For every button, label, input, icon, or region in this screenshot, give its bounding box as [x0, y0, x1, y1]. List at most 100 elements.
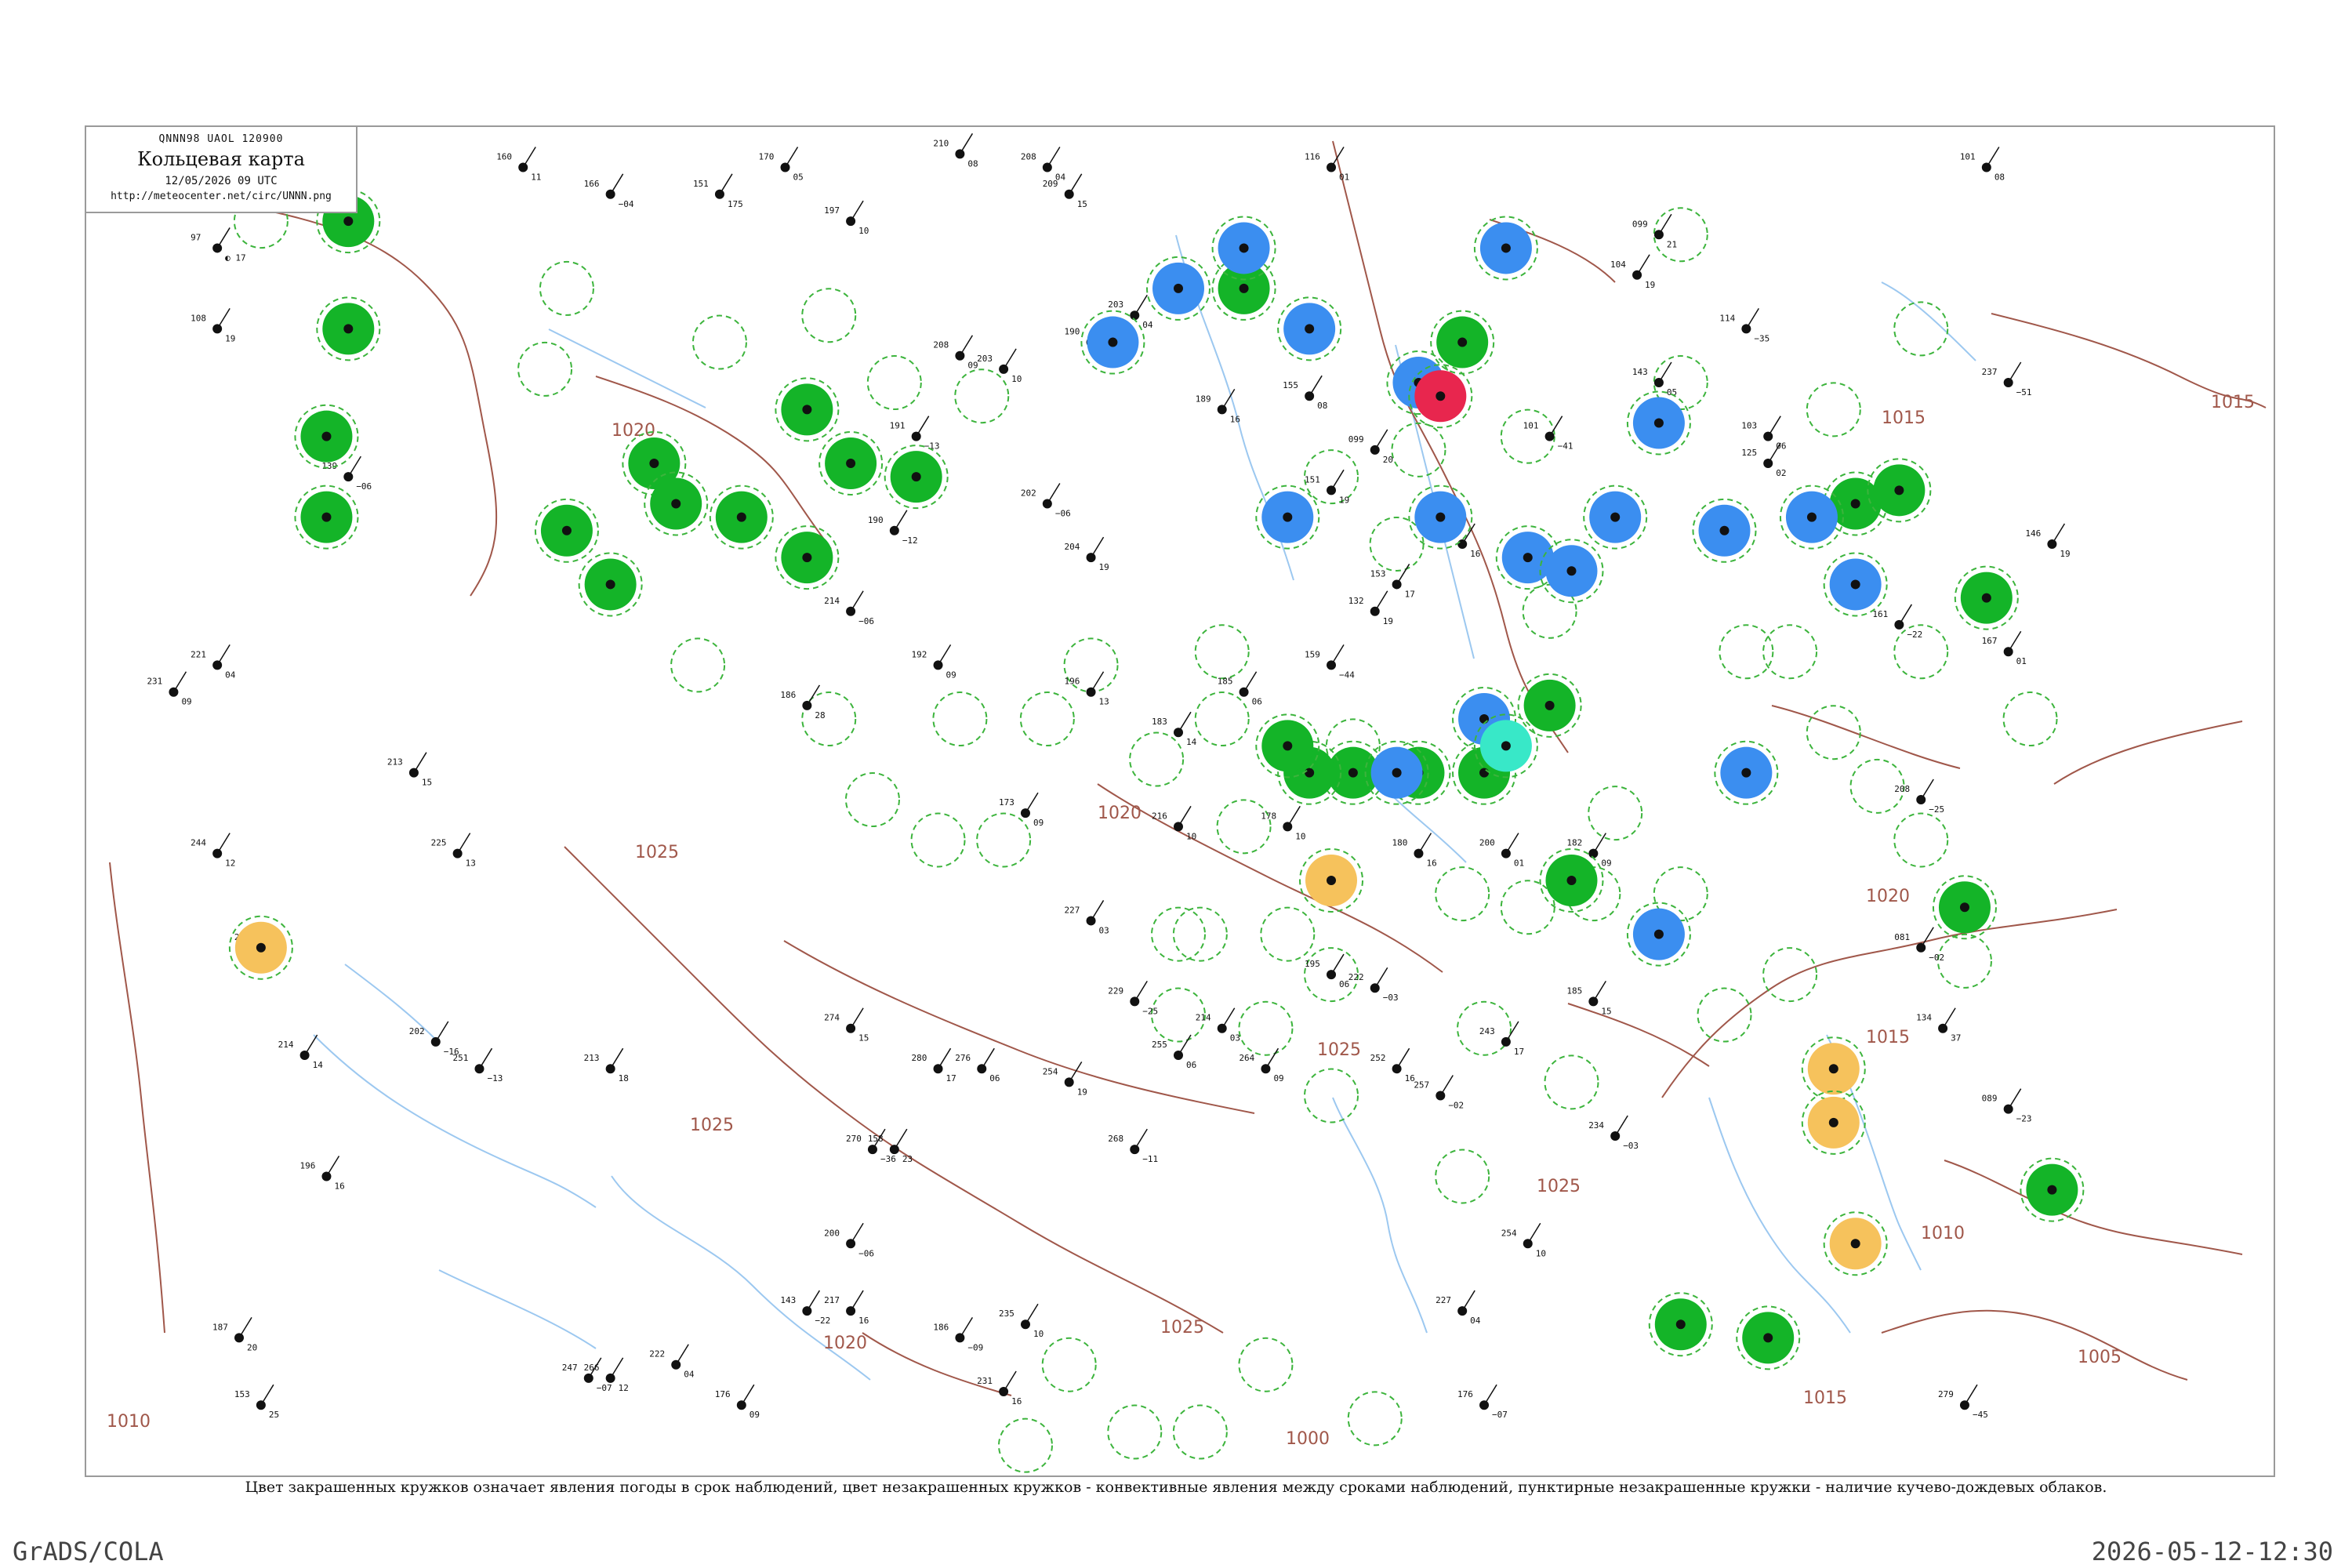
- station-value: 158: [868, 1134, 884, 1144]
- station-value: 160: [496, 151, 512, 162]
- cb-cloud-ring: [1626, 390, 1691, 456]
- station-value: 09: [946, 670, 956, 680]
- station-value: 254: [1501, 1228, 1517, 1238]
- station-value: 15: [1077, 199, 1087, 209]
- station-plot: 089−23: [1982, 1088, 2032, 1124]
- station-value: −02: [1929, 953, 1944, 963]
- legend-caption: Цвет закрашенных кружков означает явлени…: [245, 1479, 2107, 1496]
- cb-cloud-ring: [1041, 1337, 1097, 1392]
- station-dot: [846, 216, 856, 227]
- station-dot: [1479, 714, 1490, 724]
- station-value: 208: [1021, 151, 1036, 162]
- weather-circle-blue: [1539, 539, 1604, 604]
- cb-cloud-ring: [1517, 673, 1582, 738]
- station-dot: [1305, 324, 1315, 334]
- station-value: 14: [1186, 737, 1197, 747]
- station-dot: [1828, 1117, 1838, 1127]
- cb-cloud-ring: [1762, 624, 1818, 680]
- station-value: 04: [1142, 320, 1153, 330]
- station-value: 19: [1645, 280, 1655, 290]
- cb-cloud-ring: [1172, 1404, 1228, 1460]
- station-dot: [1086, 687, 1096, 697]
- station-value: 37: [1951, 1033, 1961, 1044]
- station-value: 18: [619, 1073, 629, 1083]
- weather-circle-green: [1430, 310, 1495, 375]
- station-value: 243: [1479, 1026, 1495, 1036]
- station-value: 214: [278, 1040, 294, 1050]
- cb-cloud-ring: [1626, 902, 1691, 967]
- station-dot: [1261, 1064, 1271, 1074]
- weather-circle-green: [775, 377, 840, 442]
- station-dot: [1544, 700, 1555, 710]
- station-plot: 202−16: [409, 1021, 459, 1057]
- cb-cloud-ring: [1255, 713, 1320, 779]
- station-dot: [2003, 378, 2013, 388]
- station-value: 116: [1305, 151, 1320, 162]
- station-plot: 247−07: [562, 1357, 612, 1393]
- station-dot: [1741, 768, 1751, 778]
- station-value: 274: [824, 1013, 840, 1023]
- station-dot: [234, 1333, 245, 1343]
- cb-cloud-ring: [1172, 906, 1228, 962]
- station-dot: [169, 687, 179, 697]
- station-value: −12: [902, 535, 918, 546]
- station-value: 10: [858, 226, 869, 236]
- station-value: 279: [1938, 1389, 1954, 1399]
- station-dot: [933, 1064, 943, 1074]
- station-plot: 270−36: [846, 1128, 896, 1164]
- station-dot: [846, 1239, 856, 1249]
- cb-cloud-ring: [1304, 449, 1359, 505]
- cb-cloud-ring: [1714, 740, 1779, 805]
- weather-circle-green: [1867, 458, 1932, 523]
- station-value: 159: [1305, 649, 1320, 659]
- map-datetime: 12/05/2026 09 UTC: [165, 175, 278, 187]
- station-dot: [1130, 1145, 1140, 1155]
- station-dot: [1457, 337, 1468, 347]
- cb-cloud-ring: [1457, 1000, 1512, 1056]
- station-value: −06: [858, 616, 874, 626]
- station-dot: [1217, 405, 1227, 415]
- cb-cloud-ring: [1653, 207, 1708, 263]
- station-dot: [343, 472, 354, 482]
- station-value: 202: [409, 1026, 425, 1036]
- station-plot: 159−44: [1305, 644, 1355, 680]
- station-dot: [802, 700, 812, 710]
- station-value: 134: [1916, 1013, 1932, 1023]
- map-url[interactable]: http://meteocenter.net/circ/UNNN.png: [111, 191, 332, 202]
- cb-cloud-ring: [1697, 987, 1752, 1043]
- station-value: 16: [334, 1181, 344, 1191]
- station-value: 208: [933, 340, 949, 350]
- station-value: 146: [2025, 528, 2041, 539]
- station-dot: [846, 459, 856, 468]
- station-value: 222: [1348, 972, 1364, 982]
- station-dot: [889, 1145, 899, 1155]
- station-value: 10: [1295, 831, 1305, 841]
- isobar-label: 1020: [612, 421, 655, 441]
- station-dot: [605, 189, 615, 199]
- station-dot: [802, 553, 812, 563]
- station-dot: [1305, 768, 1315, 778]
- station-dot: [1501, 243, 1511, 253]
- cb-cloud-ring: [884, 445, 949, 510]
- weather-circle-blue: [1080, 310, 1145, 375]
- cb-cloud-ring: [1452, 740, 1517, 805]
- station-dot: [1479, 1400, 1490, 1410]
- station-value: 09: [1601, 858, 1611, 869]
- station-value: 19: [1077, 1087, 1087, 1097]
- weather-circle-blue: [1277, 296, 1342, 361]
- station-value: 10: [1011, 374, 1022, 384]
- station-dot: [802, 1306, 812, 1316]
- station-dot: [671, 1359, 681, 1370]
- station-value: −36: [880, 1154, 896, 1164]
- station-dot: [1020, 1319, 1030, 1330]
